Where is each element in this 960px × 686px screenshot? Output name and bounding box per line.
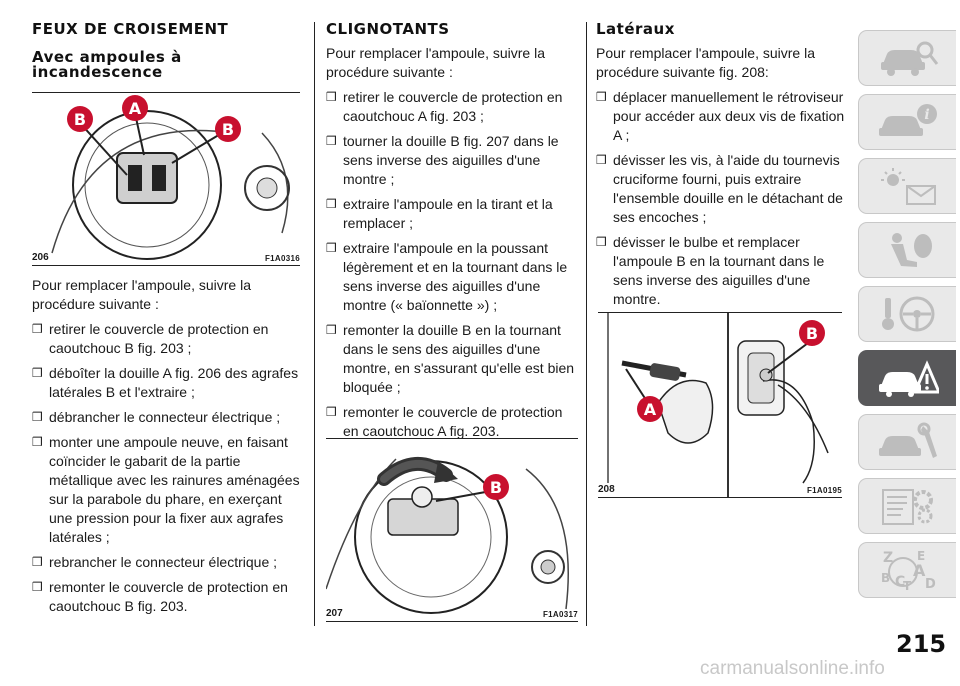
figure-207: B 207 F1A0317 (326, 438, 578, 622)
column-feux-croisement: FEUX DE CROISEMENT Avec ampoules à incan… (32, 20, 300, 616)
list-item: dévisser le bulbe et remplacer l'ampoule… (596, 233, 850, 309)
svg-text:E: E (917, 549, 925, 563)
svg-text:i: i (924, 107, 929, 123)
list-item: rebrancher le connecteur électrique ; (32, 553, 300, 572)
figure-code: F1A0195 (806, 486, 842, 495)
column-lateraux: Latéraux Pour remplacer l'ampoule, suivr… (596, 20, 850, 309)
tab-starting-driving[interactable] (858, 286, 956, 342)
list-item: monter une ampoule neuve, en faisant coï… (32, 433, 300, 547)
svg-text:B: B (490, 478, 502, 497)
page-number: 215 (896, 630, 947, 658)
intro-text: Pour remplacer l'ampoule, suivre la proc… (32, 277, 251, 312)
list-item: remonter le couvercle de protection en c… (32, 578, 300, 616)
steering-key-icon (881, 296, 934, 332)
steps-list: déplacer manuellement le rétroviseur pou… (596, 88, 850, 309)
headlamp-socket-illustration: B A B (32, 93, 300, 265)
svg-text:B: B (881, 571, 890, 585)
tab-technical-specs[interactable] (858, 478, 956, 534)
list-item: remonter le couvercle de protection en c… (326, 403, 578, 441)
column-divider (586, 22, 587, 626)
subsection-title-incandescence: Avec ampoules à incandescence (32, 48, 182, 81)
svg-text:B: B (806, 324, 818, 343)
section-title-clignotants: CLIGNOTANTS (326, 20, 450, 38)
callout-a (637, 396, 663, 422)
svg-text:Z: Z (883, 550, 893, 566)
callout-a (122, 95, 148, 121)
figure-code: F1A0316 (264, 254, 300, 263)
figure-number: 207 (326, 608, 343, 619)
svg-text:A: A (129, 99, 142, 118)
callout-b-left (67, 106, 93, 132)
figure-number: 206 (32, 252, 49, 263)
column-divider (314, 22, 315, 626)
list-item: retirer le couvercle de protection en ca… (32, 320, 300, 358)
list-item: déplacer manuellement le rétroviseur pou… (596, 88, 850, 145)
figure-number: 208 (598, 484, 615, 495)
list-item: déboîter la douille A fig. 206 des agraf… (32, 364, 300, 402)
callout-b (483, 474, 509, 500)
list-item: extraire l'ampoule en la tirant et la re… (326, 195, 578, 233)
tab-safety[interactable] (858, 222, 956, 278)
callout-b (799, 320, 825, 346)
tab-safety-info[interactable]: i (858, 94, 956, 150)
watermark: carmanualsonline.info (700, 658, 885, 679)
steps-list: retirer le couvercle de protection en ca… (326, 88, 578, 441)
column-clignotants: CLIGNOTANTS Pour remplacer l'ampoule, su… (326, 20, 578, 441)
specs-gear-icon (881, 489, 933, 525)
alphabetical-index-icon: Z E A B C T D (881, 549, 936, 592)
tab-maintenance[interactable] (858, 414, 956, 470)
car-info-icon: i (878, 104, 937, 136)
list-item: remonter la douille B en la tournant dan… (326, 321, 578, 397)
list-item: tourner la douille B fig. 207 dans le se… (326, 132, 578, 189)
tab-index[interactable]: Z E A B C T D (858, 542, 956, 598)
svg-text:B: B (74, 110, 86, 129)
car-search-icon (880, 41, 938, 76)
tab-emergency[interactable] (858, 350, 956, 406)
list-item: débrancher le connecteur électrique ; (32, 408, 300, 427)
airbag-seat-icon (890, 233, 932, 267)
section-title-lateraux: Latéraux (596, 20, 675, 38)
svg-text:B: B (222, 120, 234, 139)
turn-signal-socket-illustration: B (326, 439, 578, 621)
callout-b-right (215, 116, 241, 142)
side-marker-illustration: B A (598, 313, 842, 497)
tab-dashboard[interactable] (858, 30, 956, 86)
list-item: retirer le couvercle de protection en ca… (326, 88, 578, 126)
figure-208: B A 208 F1A0195 (598, 312, 842, 498)
list-item: dévisser les vis, à l'aide du tournevis … (596, 151, 850, 227)
steps-list: retirer le couvercle de protection en ca… (32, 320, 300, 616)
warning-lights-icon (880, 168, 936, 205)
figure-code: F1A0317 (542, 610, 578, 619)
intro-text: Pour remplacer l'ampoule, suivre la proc… (326, 45, 545, 80)
svg-text:A: A (644, 400, 657, 419)
car-wrench-icon (878, 422, 937, 458)
list-item: extraire l'ampoule en la poussant légère… (326, 239, 578, 315)
chapter-tabs: i (858, 30, 956, 606)
tab-warning-lights[interactable] (858, 158, 956, 214)
intro-text: Pour remplacer l'ampoule, suivre la proc… (596, 45, 815, 80)
svg-text:C: C (895, 574, 905, 590)
section-title-feux-croisement: FEUX DE CROISEMENT (32, 20, 229, 38)
svg-text:D: D (925, 577, 936, 592)
car-breakdown-icon (878, 360, 939, 397)
figure-206: B A B 206 F1A0316 (32, 92, 300, 266)
